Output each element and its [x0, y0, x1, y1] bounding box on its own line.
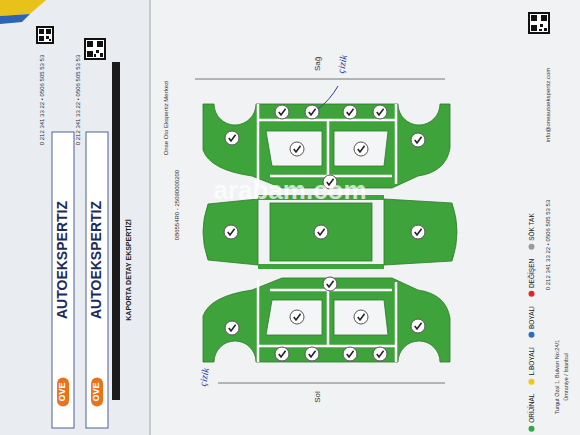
legend-swatch	[528, 244, 534, 250]
car-side-view	[203, 278, 450, 362]
folder-corner	[0, 0, 46, 16]
pen-mark	[318, 86, 338, 109]
report-title: KAPORTA DETAY EKSPERTİZİ	[125, 219, 133, 320]
side-label: Sol	[314, 391, 323, 403]
legend-swatch	[528, 379, 534, 385]
car-top-view	[203, 195, 457, 269]
phone-number: 0 212 341 33 22 • 0506 505 53 53	[545, 200, 552, 291]
phone-number: 0 212 341 33 22 • 0506 505 53 53	[75, 55, 82, 146]
legend-item: ORİJİNAL	[528, 394, 535, 432]
legend-item: BOYALI	[528, 306, 535, 338]
watermark: arabam.com	[213, 176, 366, 205]
address-line: Ümraniye / İstanbul	[563, 353, 569, 400]
logo-banner	[52, 132, 74, 428]
qr-code	[528, 12, 550, 34]
back-sheet	[0, 0, 150, 435]
legend: ORİJİNAL L.BOYALI BOYALI DEĞİŞEN SÖK TAK	[528, 204, 535, 432]
legend-swatch	[528, 291, 534, 297]
phone-number: 0 212 341 33 22 • 0506 505 53 53	[39, 55, 46, 146]
legend-text: L.BOYALI	[528, 347, 535, 375]
qr-code	[84, 38, 106, 60]
qr-code	[36, 26, 54, 44]
legend-text: SÖK TAK	[528, 213, 535, 241]
brand-logo: AUTOEKSPERTIZ	[55, 201, 70, 319]
sheet-edge	[149, 0, 151, 435]
brand-logo: AUTOEKSPERTIZ	[89, 201, 104, 319]
legend-item: L.BOYALI	[528, 347, 535, 384]
address-line: Turgut Özal 1. Bulvarı No:24/1	[554, 340, 560, 414]
guide-line	[218, 383, 445, 384]
legend-text: DEĞİŞEN	[528, 259, 535, 288]
legend-text: ORİJİNAL	[528, 394, 535, 423]
email-address: info@oneautoekspertiz.com	[545, 68, 552, 142]
handwritten-note: çizik	[335, 54, 349, 74]
brand-badge: OVE	[57, 377, 69, 406]
brand-badge: OVE	[91, 377, 103, 406]
legend-item: SÖK TAK	[528, 213, 535, 250]
company-name: Onse Oto Ekspertiz Merkezi	[163, 81, 170, 156]
handwritten-note: çizik	[197, 367, 211, 387]
title-bar	[112, 62, 120, 400]
guide-line	[195, 79, 445, 80]
legend-item: DEĞİŞEN	[528, 259, 535, 297]
legend-swatch	[528, 426, 534, 432]
folder-corner	[0, 14, 30, 24]
legend-swatch	[528, 332, 534, 338]
check-marks	[224, 105, 425, 361]
legend-text: BOYALI	[528, 306, 535, 329]
document-number: 0B6554R0 - 25090000200	[174, 170, 181, 240]
report-sheet	[150, 0, 580, 435]
logo-banner	[86, 132, 108, 428]
side-label: Sağ	[314, 57, 323, 71]
